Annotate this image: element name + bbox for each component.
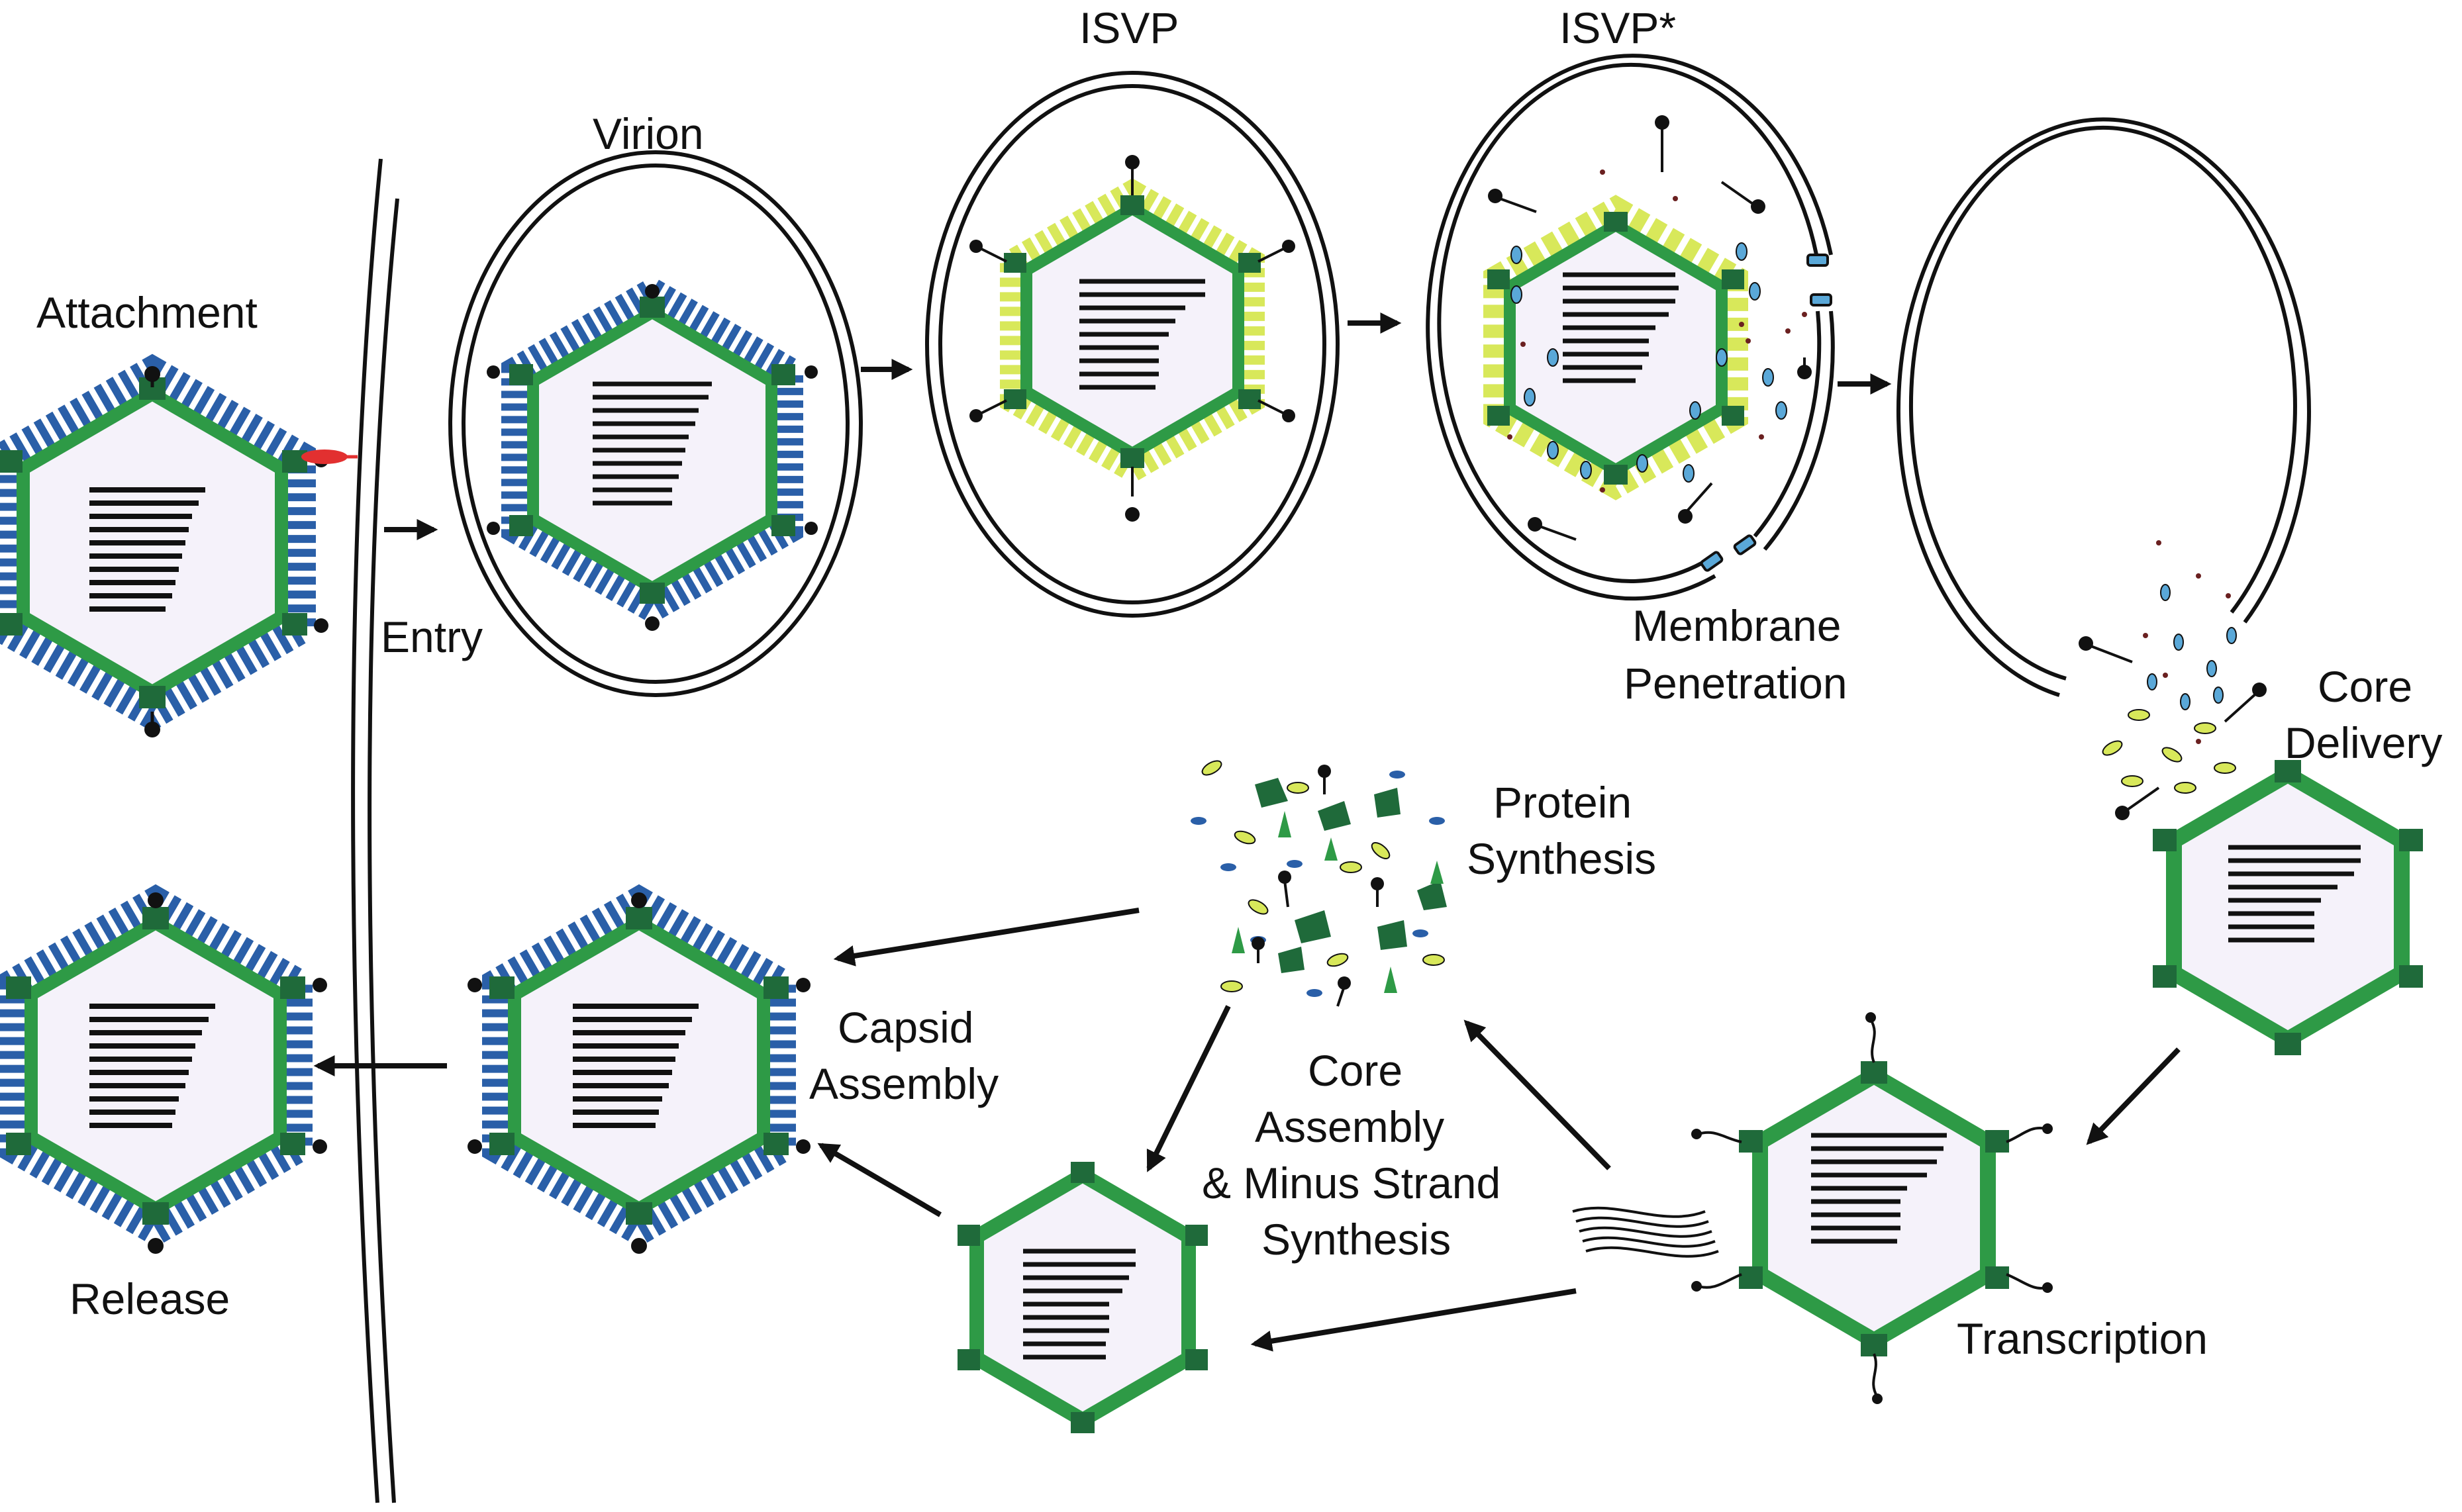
arrow-protein-to-core — [1146, 1005, 1231, 1172]
arrow-mrna-to-core — [1250, 1288, 1577, 1352]
core-delivery-endosome — [1896, 117, 2311, 697]
label-core-delivery-2: Delivery — [2285, 718, 2442, 767]
label-core-assembly-2: Assembly — [1255, 1102, 1444, 1151]
core-delivery-proteins — [2079, 540, 2267, 820]
label-membrane-penetration-1: Membrane — [1632, 601, 1841, 650]
label-isvp-star: ISVP* — [1559, 3, 1676, 52]
virion-endosome — [448, 150, 863, 697]
label-capsid-assembly-2: Assembly — [809, 1059, 999, 1108]
arrow-core-to-transcription — [2086, 1047, 2181, 1145]
nascent-core — [958, 1162, 1208, 1433]
receptor — [301, 449, 358, 464]
arrow-protein-to-capsid — [833, 908, 1140, 967]
progeny-virion — [468, 884, 811, 1254]
membrane-pores — [1700, 254, 1832, 572]
isvp-particle — [969, 155, 1295, 522]
label-core-delivery-1: Core — [2318, 662, 2412, 711]
isvp-endosome — [925, 71, 1340, 618]
label-core-assembly-1: Core — [1308, 1046, 1403, 1095]
transcribing-core — [1691, 1012, 2053, 1404]
isvp-star-endosome — [1426, 54, 1835, 601]
released-virion — [0, 884, 327, 1254]
label-transcription: Transcription — [1957, 1314, 2208, 1363]
isvp-star-particle — [1483, 195, 1748, 500]
label-core-assembly-4: Synthesis — [1261, 1215, 1451, 1264]
virion-attachment — [0, 354, 328, 737]
label-entry: Entry — [381, 612, 483, 661]
plasma-membrane — [351, 158, 399, 1503]
label-membrane-penetration-2: Penetration — [1624, 659, 1847, 708]
label-protein-synthesis-1: Protein — [1493, 778, 1632, 827]
label-isvp: ISVP — [1079, 3, 1179, 52]
virion-endosomal — [487, 275, 818, 631]
protein-synthesis-cloud — [1191, 760, 1447, 1007]
label-capsid-assembly-1: Capsid — [838, 1003, 973, 1052]
mrna-strands — [1572, 1206, 1719, 1258]
delivered-core — [2153, 760, 2423, 1055]
label-protein-synthesis-2: Synthesis — [1467, 834, 1656, 883]
label-attachment: Attachment — [36, 288, 258, 337]
label-virion: Virion — [593, 109, 704, 158]
flow-arrows — [313, 312, 2181, 1352]
released-proteins — [1488, 115, 1812, 541]
label-release: Release — [70, 1274, 230, 1323]
label-core-assembly-3: & Minus Strand — [1202, 1158, 1501, 1207]
arrow-core-to-capsid — [817, 1143, 942, 1217]
arrow-mrna-to-protein — [1463, 1019, 1611, 1170]
